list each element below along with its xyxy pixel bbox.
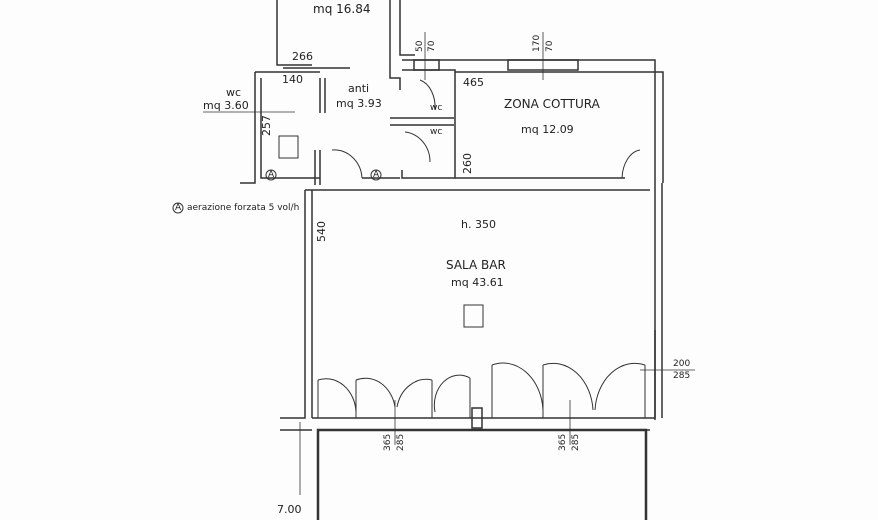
vent-marker-icon [370, 169, 382, 181]
wheelchair-icon [463, 304, 484, 328]
top-room-area: mq 16.84 [313, 2, 371, 16]
plan-line [471, 407, 483, 429]
window-right-dim-2: 285 [673, 371, 691, 381]
wall [389, 59, 656, 420]
door-front-2-dim-2: 285 [571, 433, 581, 451]
dim-465: 465 [463, 76, 484, 89]
wall [240, 71, 326, 184]
anti-label: anti [348, 82, 370, 95]
door-front-1-dim-1: 365 [383, 433, 393, 451]
plan-line [433, 374, 471, 418]
wall [390, 117, 454, 126]
plan-line [316, 428, 648, 520]
dim-bottom-left: 7.00 [277, 503, 302, 516]
anti-area: mq 3.93 [336, 97, 382, 110]
wall [455, 71, 664, 183]
door-front-1-dim-2: 285 [396, 433, 406, 451]
window-anti-dim-1: 50 [415, 40, 425, 52]
legend-symbol: A [175, 203, 182, 213]
vent-marker-2: A [373, 170, 380, 180]
wc-left-label: wc [226, 86, 242, 99]
door-swings [317, 79, 646, 418]
plan-line [331, 149, 363, 179]
plan-line [594, 362, 646, 418]
dim-540: 540 [315, 221, 328, 242]
plan-line [419, 79, 436, 111]
dim-257: 257 [260, 115, 273, 136]
window-right-dim-1: 200 [673, 359, 691, 369]
wc-small-1: wc [430, 103, 443, 113]
wall [276, 0, 312, 66]
window-cottura-dim-1: 170 [532, 34, 542, 52]
wall [654, 183, 663, 418]
sala-bar-label: SALA BAR [446, 258, 506, 272]
wall [312, 417, 655, 431]
dim-140: 140 [282, 73, 303, 86]
legend-text: aerazione forzata 5 vol/h [187, 203, 300, 213]
dim-266: 266 [292, 50, 313, 63]
wall [314, 150, 400, 185]
vent-marker-icon [265, 169, 277, 181]
plan-line [404, 131, 431, 163]
sala-bar-height: h. 350 [461, 218, 496, 231]
wall [399, 0, 415, 56]
legend-vent-icon [172, 202, 184, 214]
dim-260: 260 [461, 153, 474, 174]
zona-cottura-area: mq 12.09 [521, 123, 574, 136]
wheelchair-icon [278, 135, 299, 159]
door-front-2-dim-1: 365 [558, 433, 568, 451]
plan-line [542, 362, 594, 418]
vent-marker-1: A [268, 170, 275, 180]
sala-bar-area: mq 43.61 [451, 276, 504, 289]
plan-line [203, 32, 695, 495]
plan-line [491, 362, 544, 418]
window-anti-dim-2: 70 [427, 40, 437, 52]
wall [280, 189, 650, 419]
zona-cottura-label: ZONA COTTURA [504, 97, 600, 111]
window-cottura-dim-2: 70 [545, 40, 555, 52]
plan-line [413, 59, 440, 71]
plan-line [396, 378, 433, 418]
plan-line [317, 378, 357, 418]
wc-small-2: wc [430, 127, 443, 137]
wc-left-area: mq 3.60 [203, 99, 249, 112]
plan-line [355, 377, 396, 418]
plan-line [621, 149, 641, 179]
